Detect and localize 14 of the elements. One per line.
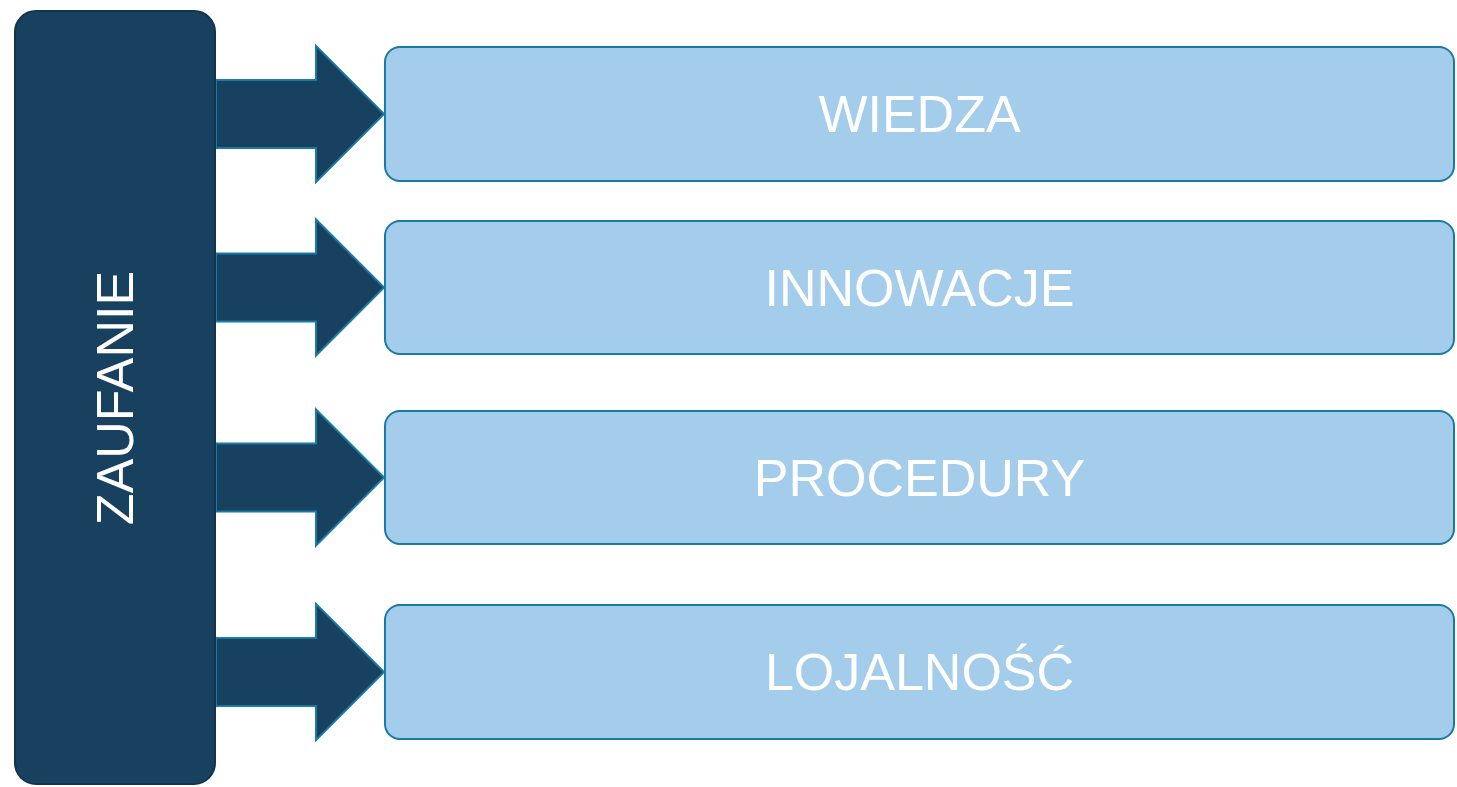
rounded-box bbox=[384, 220, 1455, 355]
block-arrow bbox=[215, 407, 386, 548]
block-arrow bbox=[215, 601, 386, 743]
rounded-box bbox=[384, 46, 1455, 182]
box-label: WIEDZA bbox=[818, 84, 1021, 144]
rounded-box bbox=[384, 604, 1455, 740]
box-label: PROCEDURY bbox=[753, 447, 1086, 508]
box-label: ZAUFANIE bbox=[85, 270, 145, 525]
block-arrow bbox=[215, 43, 386, 185]
box-label: INNOWACJE bbox=[764, 257, 1075, 318]
block-arrow bbox=[215, 217, 386, 358]
rounded-box bbox=[384, 410, 1455, 545]
vertical-box bbox=[14, 10, 216, 785]
box-label: LOJALNOŚĆ bbox=[764, 642, 1075, 702]
